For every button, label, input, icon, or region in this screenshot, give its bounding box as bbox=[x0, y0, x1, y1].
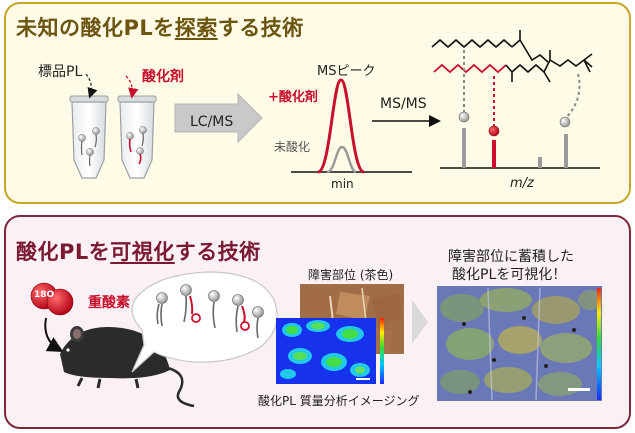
phospholipid-structure bbox=[431, 30, 593, 83]
oxidized-peak bbox=[317, 78, 365, 174]
heatmap-scalebar bbox=[356, 378, 370, 380]
oxidant-label: 酸化剤 bbox=[142, 69, 184, 85]
result-caption-line1: 障害部位に蓄積した bbox=[448, 249, 574, 265]
visualization-title-emphasis: 可視化 bbox=[110, 240, 175, 264]
tube-standard bbox=[69, 95, 109, 179]
tube-oxidized bbox=[117, 95, 157, 179]
mz-axis-label: m/z bbox=[510, 176, 534, 191]
isotope-label: 18O bbox=[34, 290, 55, 300]
heatmap-colorbar bbox=[380, 318, 384, 384]
lcms-label: LC/MS bbox=[190, 114, 234, 130]
fragment-connector-3 bbox=[565, 73, 581, 119]
pl-speech-bubble bbox=[131, 271, 278, 373]
mass-spectrum bbox=[440, 128, 600, 169]
heavy-oxygen-spheres bbox=[30, 282, 74, 316]
ms-imaging-heatmap bbox=[276, 318, 376, 384]
oxidant-plus-label: +酸化剤 bbox=[268, 90, 318, 105]
exploration-title-prefix: 未知の酸化PLを bbox=[16, 16, 175, 40]
result-colorbar bbox=[597, 288, 601, 400]
lesion-site-label: 障害部位 (茶色) bbox=[308, 268, 394, 282]
result-caption-line2: 酸化PLを可視化！ bbox=[452, 267, 567, 283]
mouse-drawing bbox=[60, 326, 195, 408]
to-result-chevron bbox=[412, 300, 428, 344]
result-overlay-image bbox=[437, 286, 602, 401]
phospholipid-icons bbox=[78, 127, 100, 167]
heavy-oxygen-label: 重酸素 bbox=[88, 295, 130, 311]
ms-peak-chart bbox=[291, 78, 412, 174]
fragment-bead-2 bbox=[488, 125, 500, 137]
min-axis-label: min bbox=[331, 177, 354, 191]
result-scalebar bbox=[568, 388, 590, 391]
administration-arrow-2 bbox=[44, 317, 64, 352]
exploration-title: 未知の酸化PLを探索する技術 bbox=[16, 12, 304, 42]
visualization-title-prefix: 酸化PLを bbox=[16, 240, 111, 264]
visualization-title-suffix: する技術 bbox=[174, 240, 261, 264]
unoxidized-peak bbox=[326, 145, 357, 174]
fragment-bead-1 bbox=[458, 111, 470, 123]
visualization-title: 酸化PLを可視化する技術 bbox=[16, 236, 261, 266]
fragment-bead-3 bbox=[559, 116, 571, 128]
oxidant-add-arrow bbox=[125, 75, 139, 99]
lcms-block-arrow bbox=[174, 92, 263, 144]
oxidized-phospholipid-icons bbox=[126, 126, 147, 165]
exploration-panel bbox=[4, 2, 631, 204]
exploration-title-suffix: する技術 bbox=[217, 16, 304, 40]
standard-add-arrow bbox=[85, 73, 98, 99]
unoxidized-label: 未酸化 bbox=[274, 140, 311, 154]
msms-label: MS/MS bbox=[380, 96, 427, 112]
exploration-title-emphasis: 探索 bbox=[174, 16, 218, 40]
standard-pl-label: 標品PL bbox=[38, 64, 83, 80]
imaging-label: 酸化PL 質量分析イメージング bbox=[258, 394, 420, 408]
ms-peak-label: MSピーク bbox=[317, 64, 376, 79]
